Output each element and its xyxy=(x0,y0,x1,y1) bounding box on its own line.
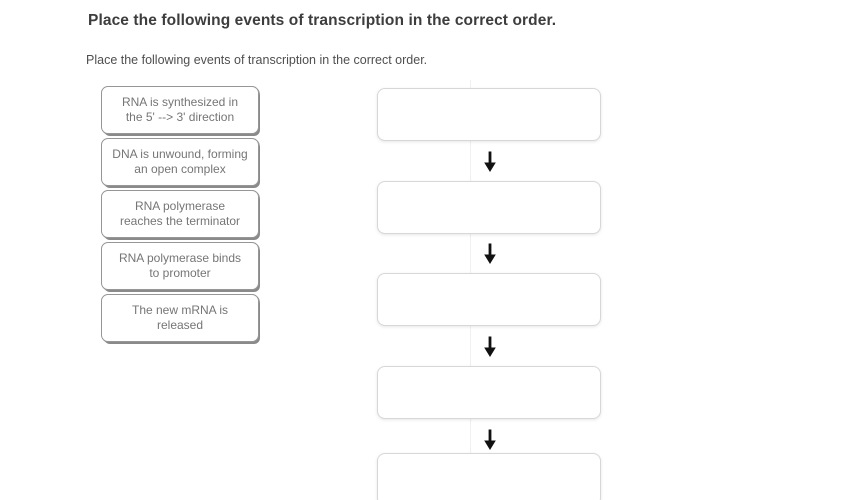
drop-slot[interactable] xyxy=(377,453,601,500)
drag-tile[interactable]: DNA is unwound, forming an open complex xyxy=(101,138,259,186)
down-arrow-icon xyxy=(481,151,499,173)
drag-tile[interactable]: The new mRNA is released xyxy=(101,294,259,342)
drag-tile[interactable]: RNA polymerase binds to promoter xyxy=(101,242,259,290)
question-title: Place the following events of transcript… xyxy=(88,12,557,29)
down-arrow-icon xyxy=(481,243,499,265)
drag-tile[interactable]: RNA polymerase reaches the terminator xyxy=(101,190,259,238)
down-arrow-icon xyxy=(481,336,499,358)
drop-slot[interactable] xyxy=(377,366,601,419)
drag-tile[interactable]: RNA is synthesized in the 5' --> 3' dire… xyxy=(101,86,259,134)
drop-slot[interactable] xyxy=(377,88,601,141)
down-arrow-icon xyxy=(481,429,499,451)
drop-slot[interactable] xyxy=(377,181,601,234)
drop-slot[interactable] xyxy=(377,273,601,326)
question-instruction: Place the following events of transcript… xyxy=(86,53,428,67)
